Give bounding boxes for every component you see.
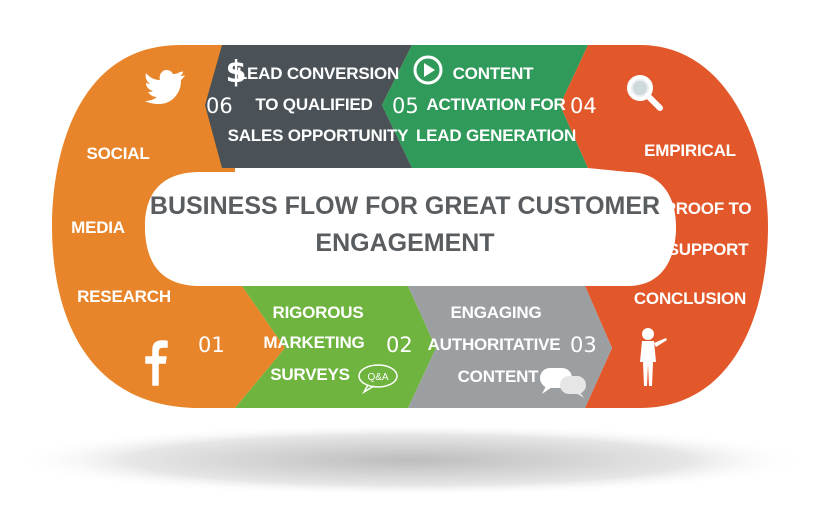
segment-06-lead-conversion — [205, 45, 412, 168]
step-04-line1: EMPIRICAL — [644, 141, 736, 160]
chat-bubbles-icon — [540, 368, 586, 398]
step-04-line2: PROOF TO — [665, 199, 752, 218]
step-05-line1: CONTENT — [453, 64, 535, 83]
segment-02-rigorous-surveys — [235, 286, 436, 408]
step-03-line3: CONTENT — [458, 367, 540, 386]
center-title-line2: ENGAGEMENT — [315, 229, 494, 257]
segment-05-content-activation — [382, 45, 588, 168]
dollar-icon: $ — [226, 55, 247, 90]
step-05-line3: LEAD GENERATION — [416, 126, 576, 145]
center-pill — [145, 172, 676, 286]
qa-bubble-label: Q&A — [367, 372, 388, 383]
step-04-number: 04 — [570, 94, 597, 118]
segment-04-empirical-proof — [560, 45, 768, 408]
step-04-line3: SUPPORT — [668, 240, 750, 259]
step-02-line1: RIGOROUS — [273, 303, 364, 322]
segment-01-social-media-research — [52, 45, 285, 408]
presenter-icon — [640, 328, 667, 386]
step-05-line2: ACTIVATION FOR — [426, 95, 565, 114]
step-02-line2: MARKETING — [263, 333, 364, 352]
step-02-line3: SURVEYS — [270, 365, 350, 384]
step-01-line1: SOCIAL — [86, 144, 149, 163]
step-03-line2: AUTHORITATIVE — [428, 335, 561, 354]
facebook-icon — [144, 339, 169, 387]
step-02-number: 02 — [386, 333, 413, 357]
step-06-line3: SALES OPPORTUNITY — [228, 126, 410, 145]
step-01-line2: MEDIA — [71, 218, 125, 237]
center-title-line1: BUSINESS FLOW FOR GREAT CUSTOMER — [150, 192, 660, 220]
step-06-number: 06 — [206, 94, 233, 118]
magnifier-icon — [627, 75, 663, 111]
play-button-icon — [413, 55, 443, 85]
step-01-line3: RESEARCH — [77, 287, 171, 306]
step-01-number: 01 — [198, 333, 225, 357]
step-05-number: 05 — [392, 94, 419, 118]
step-06-line2: TO QUALIFIED — [255, 95, 372, 114]
floor-shadow — [10, 424, 810, 496]
step-03-line1: ENGAGING — [451, 303, 542, 322]
qa-bubble-icon: Q&A — [358, 364, 398, 395]
step-03-number: 03 — [570, 333, 597, 357]
twitter-bird-icon — [145, 70, 185, 104]
step-04-line4: CONCLUSION — [634, 289, 746, 308]
step-06-line1: LEAD CONVERSION — [237, 64, 399, 83]
